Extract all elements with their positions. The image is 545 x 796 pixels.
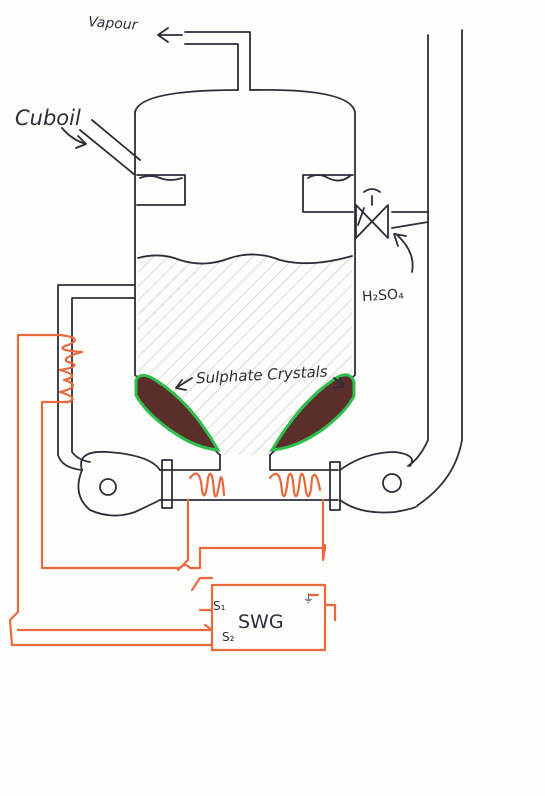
cuboil-inlet-pipe [80, 120, 140, 175]
left-feed-tray [137, 175, 185, 205]
swg-label: SWG [238, 611, 284, 633]
right-feed-tray [303, 175, 353, 212]
bottom-coil-right [270, 474, 320, 496]
valve-icon [356, 189, 388, 238]
h2so4-label: H₂SO₄ [362, 286, 405, 305]
left-pump [78, 452, 160, 516]
right-pump [340, 452, 418, 513]
h2so4-arrow-icon [394, 234, 413, 272]
s2-label: S₂ [222, 630, 235, 644]
ground-icon: ⏚ [303, 592, 314, 605]
vapour-arrow-icon [158, 28, 182, 42]
cuboil-label: Cuboil [15, 106, 81, 130]
vapour-outlet-pipe [185, 32, 250, 90]
left-heating-coil [60, 335, 82, 402]
s1-label: S₁ [213, 599, 226, 613]
bottom-coil-left [190, 474, 224, 497]
right-recirculation-pipe [408, 30, 462, 505]
h2so4-inlet-pipe [392, 212, 428, 228]
vapour-label: Vapour [88, 14, 140, 33]
